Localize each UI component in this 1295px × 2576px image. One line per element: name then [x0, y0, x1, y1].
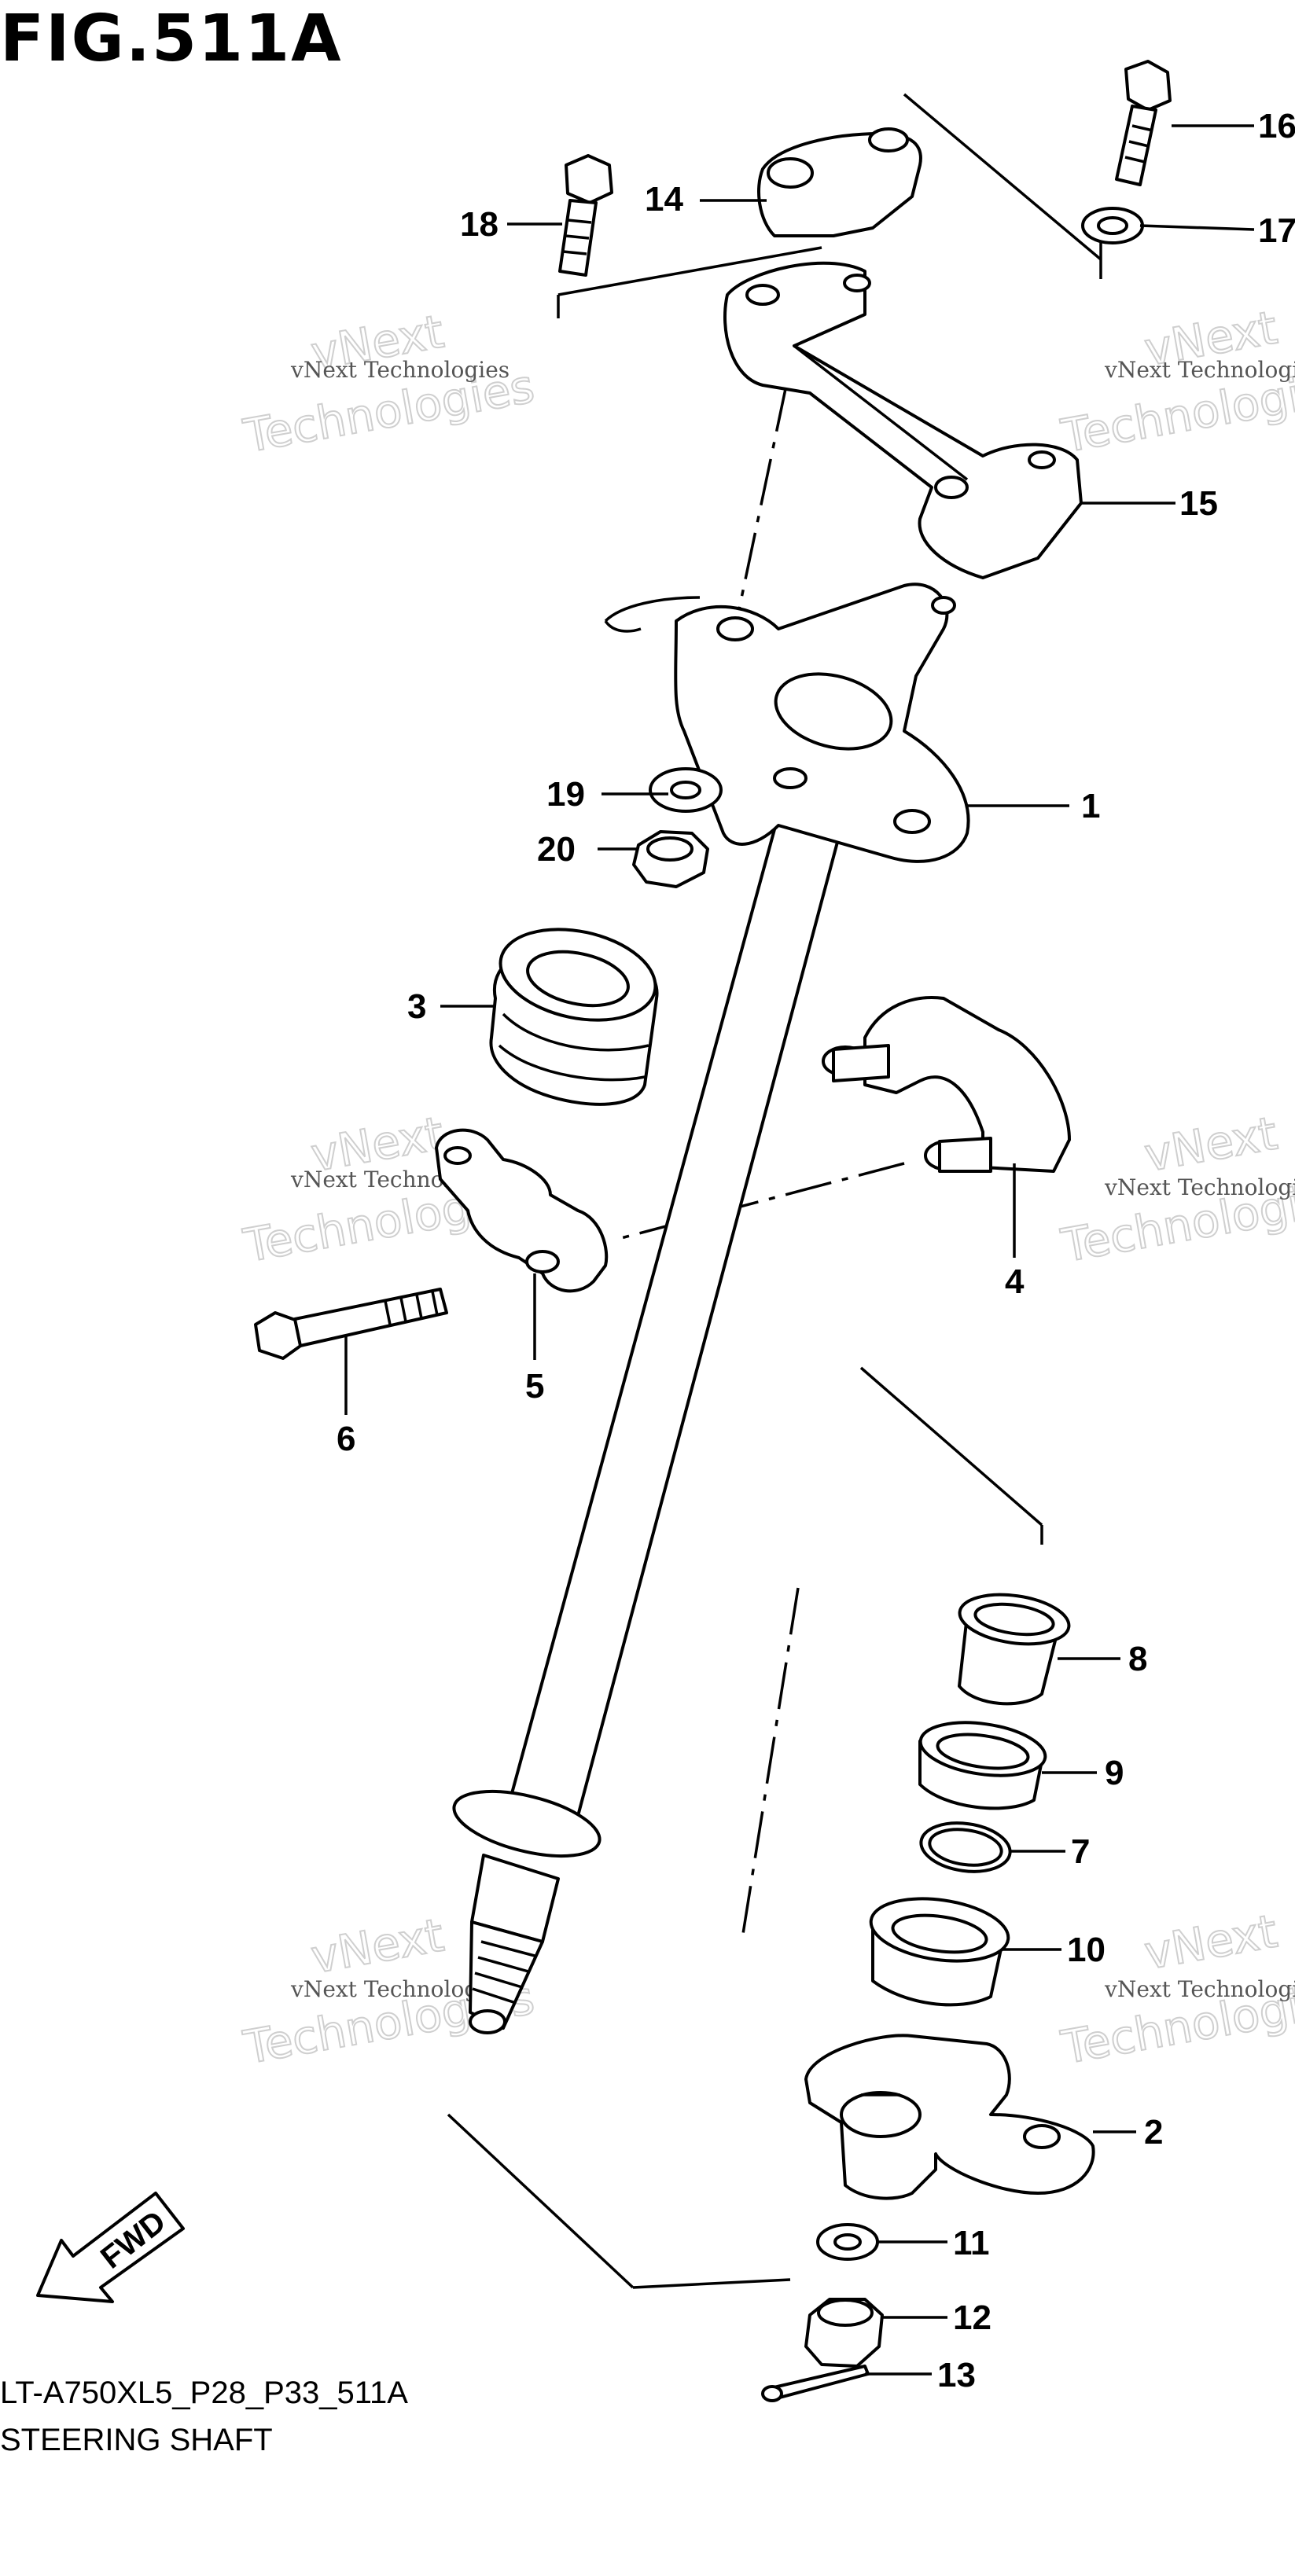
- part-6-bolt: [254, 1288, 448, 1360]
- part-1-steering-shaft-upper-bracket: [604, 582, 970, 863]
- watermark-top-left: Technologies vNext vNext Technologies: [239, 303, 539, 464]
- watermark-mid-right: Technologies vNext vNext Technologies: [1057, 1105, 1295, 1273]
- part-10-oil-seal: [869, 1897, 1010, 2007]
- part-19-washer: [649, 767, 723, 813]
- callout-19: 19: [546, 775, 585, 814]
- part-4-shaft-holder: [822, 996, 1071, 1173]
- figure-name: STEERING SHAFT: [0, 2423, 273, 2457]
- svg-text:vNext: vNext: [1141, 1904, 1282, 1979]
- callout-18: 18: [460, 205, 499, 244]
- svg-text:vNext Technologies: vNext Technologies: [1104, 357, 1295, 383]
- figure-code: LT-A750XL5_P28_P33_511A: [0, 2376, 408, 2410]
- callout-17: 17: [1258, 211, 1295, 250]
- leader-lines: [344, 124, 1255, 2376]
- part-17-washer: [1081, 207, 1144, 244]
- watermark-low-right: Technologies vNext vNext Technologies: [1057, 1903, 1295, 2075]
- part-20-nut: [632, 830, 709, 888]
- callout-labels: 16 17 18 14 15 1 19 20 3 4 5 6 8 9 7 10 …: [337, 107, 1295, 2394]
- callout-4: 4: [1005, 1262, 1025, 1301]
- part-15-handlebar-holder-lower: [723, 261, 1083, 579]
- callout-7: 7: [1071, 1832, 1090, 1871]
- part-7-o-ring: [919, 1821, 1012, 1873]
- callout-5: 5: [525, 1367, 544, 1406]
- callout-10: 10: [1067, 1931, 1106, 1969]
- callout-11: 11: [953, 2224, 990, 2262]
- svg-text:vNext: vNext: [307, 1908, 448, 1983]
- svg-text:vNext: vNext: [1141, 1106, 1282, 1181]
- part-2-steering-arm: [804, 2034, 1095, 2200]
- svg-text:vNext Technologies: vNext Technologies: [1104, 1174, 1295, 1200]
- callout-1: 1: [1081, 787, 1100, 825]
- part-5-shaft-holder: [435, 1128, 609, 1293]
- part-12-castle-nut: [804, 2298, 884, 2368]
- callout-2: 2: [1144, 2113, 1163, 2152]
- part-14-handlebar-holder-upper: [757, 127, 922, 237]
- callout-3: 3: [407, 987, 426, 1026]
- watermark-top-right: Technologies vNext vNext Technologies: [1057, 299, 1295, 464]
- fwd-arrow-icon: FWD: [36, 2192, 185, 2303]
- part-11-washer: [816, 2223, 879, 2261]
- steering-shaft: [452, 785, 851, 2034]
- part-8-bushing: [958, 1593, 1071, 1706]
- callout-13: 13: [937, 2356, 976, 2394]
- callout-14: 14: [645, 180, 683, 219]
- part-18-bolt: [558, 154, 613, 277]
- svg-text:vNext Technologies: vNext Technologies: [1104, 1976, 1295, 2002]
- callout-9: 9: [1105, 1754, 1124, 1792]
- watermark-text: vNext Technologies: [290, 357, 510, 383]
- part-16-bolt: [1115, 60, 1172, 186]
- callout-20: 20: [537, 830, 576, 869]
- callout-16: 16: [1258, 107, 1295, 145]
- part-3-bushing: [489, 928, 659, 1106]
- callout-15: 15: [1179, 484, 1218, 523]
- callout-8: 8: [1128, 1640, 1147, 1678]
- callout-12: 12: [953, 2299, 991, 2337]
- part-13-cotter-pin: [761, 2365, 870, 2402]
- figure-title: FIG.511A: [0, 2, 343, 76]
- part-9-bearing: [918, 1721, 1047, 1810]
- callout-6: 6: [337, 1420, 355, 1458]
